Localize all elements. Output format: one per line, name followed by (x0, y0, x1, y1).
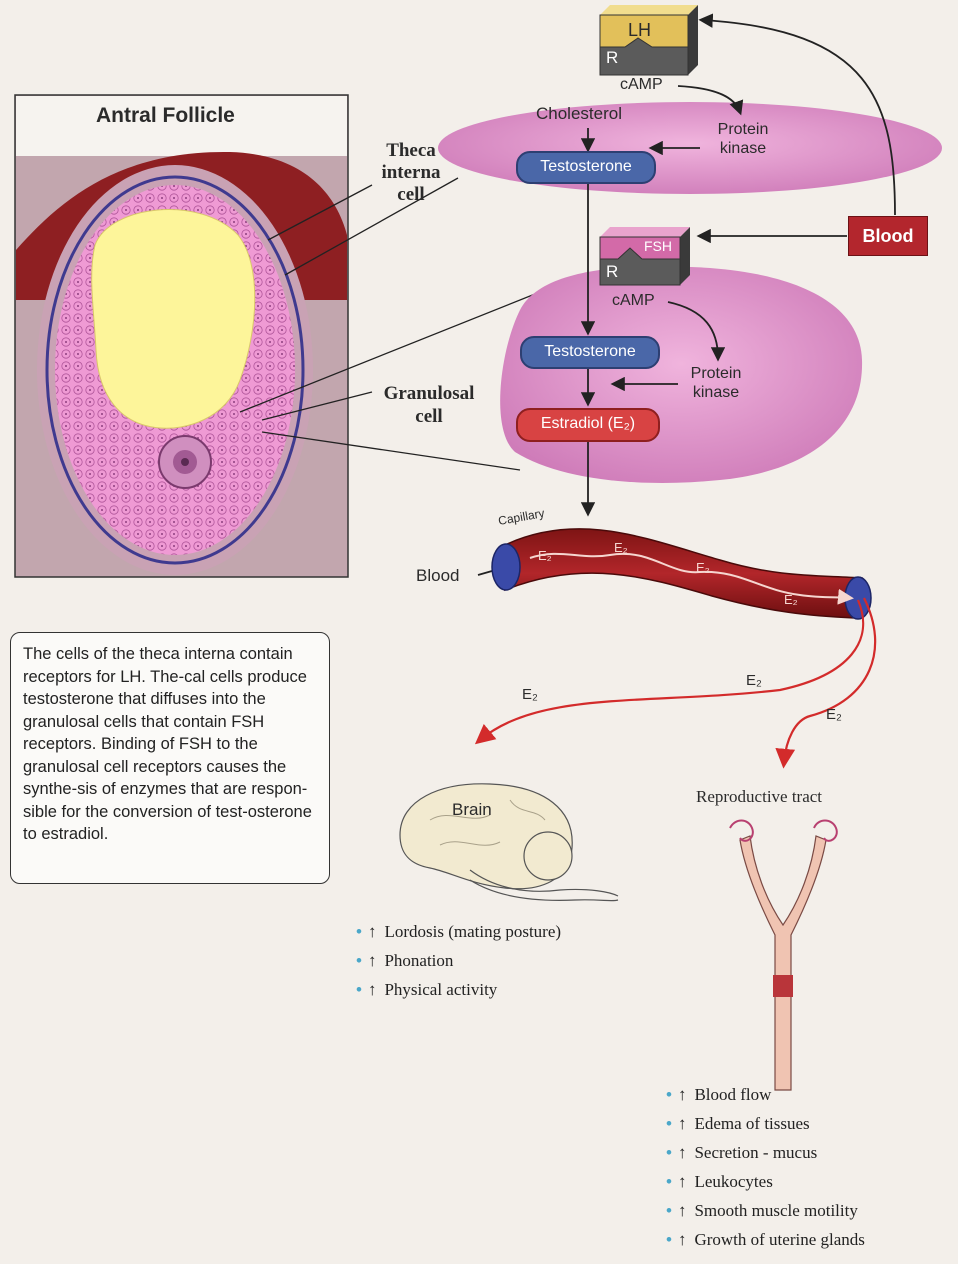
arrow-up-icon: ↑ (367, 980, 377, 999)
repro-effect-item: • ↑ Blood flow (666, 1080, 865, 1109)
e2-distribution-arrows (474, 597, 877, 769)
fsh-label: FSH (644, 238, 672, 254)
bullet-icon: • (666, 1172, 672, 1191)
arrow-up-icon: ↑ (367, 922, 377, 941)
repro-effect-text: Blood flow (694, 1085, 772, 1104)
cholesterol-label: Cholesterol (536, 104, 622, 123)
repro-effect-item: • ↑ Secretion - mucus (666, 1138, 865, 1167)
camp-label-granulosal: cAMP (612, 292, 655, 309)
e2-mid-label: E₂ (746, 672, 762, 689)
fsh-receptor-label: R (606, 262, 619, 281)
pk-granulosal-line-2: kinase (692, 384, 740, 401)
e2-to-repro-label: E₂ (826, 706, 842, 723)
bullet-icon: • (666, 1114, 672, 1133)
brain-illustration (399, 783, 619, 902)
leader-lines (239, 177, 541, 471)
arrow-up-icon: ↑ (677, 1201, 687, 1220)
oocyte-nucleolus (181, 458, 189, 466)
brain-effect-text: Lordosis (mating posture) (384, 922, 562, 941)
testosterone-theca: Testosterone (516, 151, 656, 184)
repro-effect-text: Leukocytes (694, 1172, 773, 1191)
arrow-up-icon: ↑ (677, 1172, 687, 1191)
brain-effect-item: • ↑ Phonation (356, 946, 561, 975)
e2-to-repro-arrow (775, 597, 877, 769)
bullet-icon: • (356, 980, 362, 999)
lh-label: LH (628, 20, 652, 40)
caption-box: The cells of the theca interna contain r… (10, 632, 330, 884)
e2-vessel-3: E₂ (696, 560, 710, 575)
arrow-up-icon: ↑ (677, 1143, 687, 1162)
antrum (91, 209, 256, 429)
capillary-vessel (491, 528, 872, 620)
bullet-icon: • (356, 951, 362, 970)
pathway-arrows (477, 13, 896, 577)
bullet-icon: • (666, 1143, 672, 1162)
repro-effect-item: • ↑ Leukocytes (666, 1167, 865, 1196)
repro-effect-text: Smooth muscle motility (694, 1201, 858, 1220)
follicle-illustration (14, 94, 349, 578)
granulosal-label-line-1: Granulosal (383, 383, 475, 404)
protein-kinase-theca: Protein kinase (708, 120, 778, 158)
bullet-icon: • (666, 1230, 672, 1249)
pk-granulosal-line-1: Protein (690, 365, 742, 382)
e2-vessel-2: E₂ (614, 540, 628, 555)
e2-to-brain-arrow (474, 599, 865, 745)
estradiol-pill: Estradiol (E₂) (516, 408, 660, 442)
protein-kinase-granulosal: Protein kinase (680, 364, 752, 402)
e2-vessel-1: E₂ (538, 548, 552, 563)
brain-effect-item: • ↑ Physical activity (356, 975, 561, 1004)
theca-label-line-3: cell (397, 184, 425, 205)
pk-theca-line-2: kinase (719, 140, 767, 157)
reproductive-tract-label: Reproductive tract (696, 787, 823, 806)
camp-label-theca: cAMP (620, 76, 663, 93)
theca-interna-label: Theca interna cell (366, 140, 456, 206)
lh-receptor-label: R (606, 48, 619, 67)
brain-effect-text: Physical activity (384, 980, 498, 999)
arrow-up-icon: ↑ (677, 1230, 687, 1249)
follicle-title: Antral Follicle (96, 104, 235, 127)
repro-effect-text: Edema of tissues (694, 1114, 810, 1133)
bullet-icon: • (666, 1201, 672, 1220)
testosterone-granulosal: Testosterone (520, 336, 660, 369)
follicle-title-area (16, 96, 347, 156)
brain-effect-item: • ↑ Lordosis (mating posture) (356, 917, 561, 946)
camp-to-pk-arrow (677, 85, 744, 116)
lh-receptor (599, 5, 698, 76)
repro-effect-item: • ↑ Smooth muscle motility (666, 1196, 865, 1225)
arrow-up-icon: ↑ (677, 1085, 687, 1104)
granulosal-cell-label: Granulosal cell (364, 382, 494, 428)
pk-theca-line-1: Protein (717, 121, 769, 138)
reproductive-tract-illustration (729, 819, 838, 1091)
e2-vessel-4: E₂ (784, 592, 798, 607)
repro-effect-item: • ↑ Edema of tissues (666, 1109, 865, 1138)
repro-effects-list: • ↑ Blood flow • ↑ Edema of tissues • ↑ Secret… (666, 1080, 865, 1254)
granulosal-label-line-2: cell (415, 406, 443, 427)
e2-to-brain-label: E₂ (522, 686, 538, 703)
blood-to-lh-arrow (698, 13, 896, 216)
brain-label: Brain (452, 800, 492, 819)
arrow-up-icon: ↑ (367, 951, 377, 970)
repro-effect-text: Secretion - mucus (694, 1143, 818, 1162)
brain-effects-list: •↑Lordosis (mating posture) •↑Phonation … (356, 917, 561, 1004)
basement-membrane (45, 175, 305, 565)
arrow-up-icon: ↑ (677, 1114, 687, 1133)
repro-effect-text: Growth of uterine glands (694, 1230, 865, 1249)
camp2-to-pk-arrow (667, 301, 726, 362)
repro-effect-item: • ↑ Growth of uterine glands (666, 1225, 865, 1254)
brain-effect-text: Phonation (384, 951, 454, 970)
theca-label-line-1: Theca (386, 140, 436, 161)
blood-vessel-label: Blood (416, 566, 460, 585)
fsh-receptor (599, 227, 690, 286)
bullet-icon: • (356, 922, 362, 941)
blood-source-box: Blood (848, 216, 928, 256)
theca-label-line-2: interna (381, 162, 441, 183)
bullet-icon: • (666, 1085, 672, 1104)
